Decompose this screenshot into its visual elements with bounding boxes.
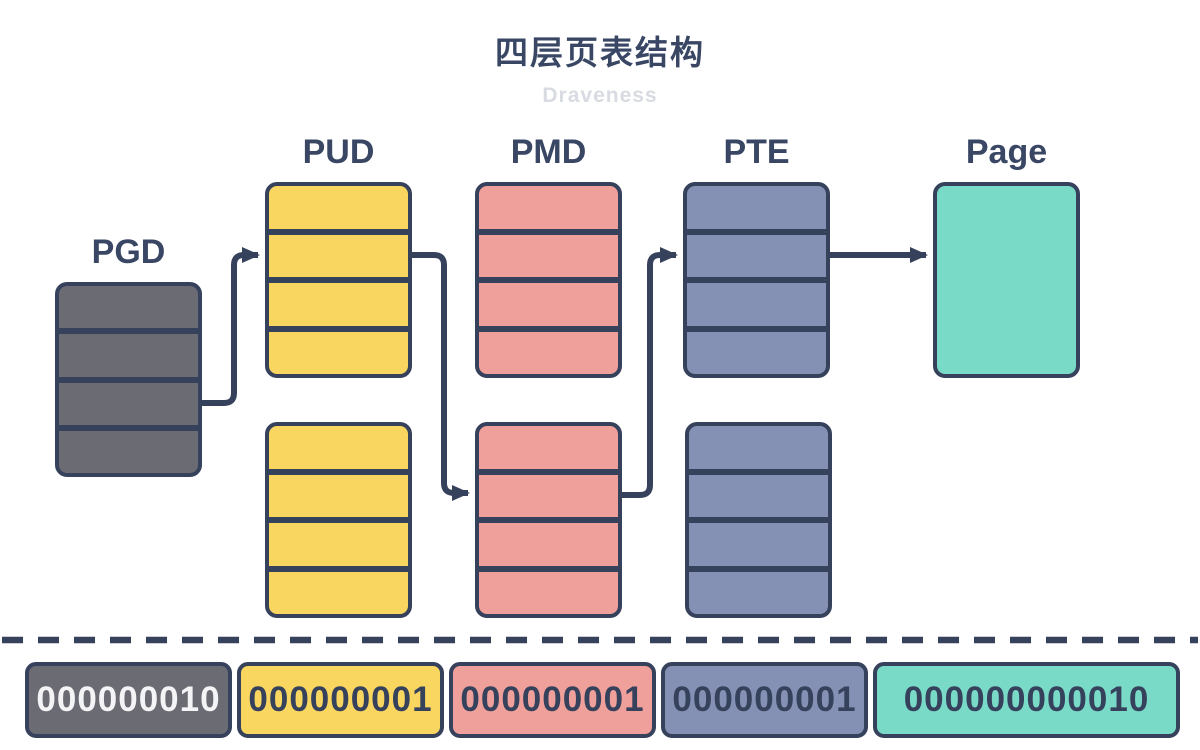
pmd-entry — [479, 186, 618, 229]
label-pte: PTE — [723, 133, 790, 171]
label-pmd: PMD — [510, 133, 587, 171]
pmd-entry — [479, 565, 618, 615]
page-frame-box — [933, 182, 1080, 378]
arrow-pmd-to-pte — [622, 247, 678, 498]
pud-table-top — [265, 182, 412, 378]
pud-entry — [269, 426, 408, 469]
pud-entry — [269, 228, 408, 278]
pte-entry — [689, 426, 828, 469]
pgd-entry — [59, 328, 198, 376]
pud-entry — [269, 325, 408, 375]
label-pud: PUD — [302, 133, 375, 171]
arrow-pgd-to-pud — [202, 247, 260, 406]
pte-entry — [689, 468, 828, 518]
pgd-entry — [59, 376, 198, 425]
label-pgd: PGD — [91, 233, 166, 271]
pmd-table-top — [475, 182, 622, 378]
page-frame — [937, 186, 1076, 374]
pmd-table-bottom — [475, 422, 622, 618]
watermark-text: Draveness — [542, 84, 658, 107]
pmd-entry — [479, 468, 618, 518]
pud-table-bottom — [265, 422, 412, 618]
bits-pte: 000000001 — [661, 662, 868, 738]
pte-entry — [687, 325, 826, 375]
pud-entry — [269, 468, 408, 518]
pgd-entry — [59, 286, 198, 328]
pte-entry — [687, 186, 826, 229]
pud-entry — [269, 565, 408, 615]
pgd-table — [55, 282, 202, 477]
pte-entry — [687, 277, 826, 326]
pud-entry — [269, 277, 408, 326]
pmd-entry — [479, 517, 618, 566]
pmd-entry — [479, 228, 618, 278]
bits-pgd: 000000010 — [25, 662, 232, 738]
pte-table-bottom — [685, 422, 832, 618]
arrow-pud-to-pmd — [412, 252, 470, 501]
pmd-entry — [479, 325, 618, 375]
pte-entry — [689, 517, 828, 566]
bits-pmd: 000000001 — [449, 662, 656, 738]
bits-pud: 000000001 — [237, 662, 444, 738]
pud-entry — [269, 186, 408, 229]
pte-table-top — [683, 182, 830, 378]
page-title: 四层页表结构 — [495, 34, 705, 71]
pte-entry — [689, 565, 828, 615]
pgd-entry — [59, 424, 198, 473]
bits-offset: 000000000010 — [873, 662, 1180, 738]
pud-entry — [269, 517, 408, 566]
pte-entry — [687, 228, 826, 278]
label-page: Page — [965, 133, 1048, 171]
pmd-entry — [479, 426, 618, 469]
pmd-entry — [479, 277, 618, 326]
virtual-address-bits: 000000010 000000001 000000001 000000001 … — [25, 662, 1180, 738]
